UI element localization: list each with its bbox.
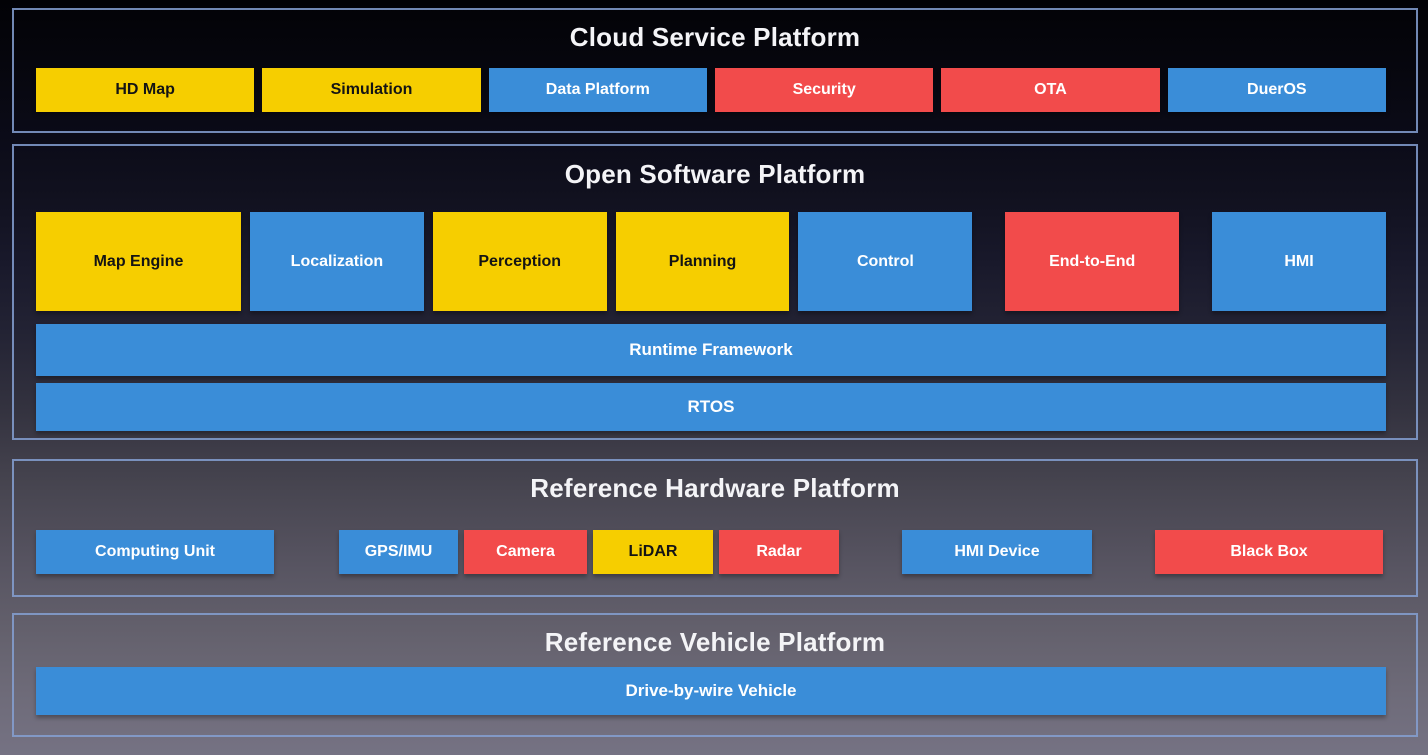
section-reference-vehicle-platform: Reference Vehicle Platform Drive-by-wire… bbox=[12, 613, 1418, 737]
module-gps-imu: GPS/IMU bbox=[339, 530, 458, 574]
module-perception: Perception bbox=[432, 212, 607, 311]
module-security: Security bbox=[714, 68, 934, 112]
module-ota: OTA bbox=[941, 68, 1160, 112]
section-reference-hardware-platform: Reference Hardware Platform Computing Un… bbox=[12, 459, 1418, 597]
module-black-box: Black Box bbox=[1155, 530, 1383, 574]
bar-rtos: RTOS bbox=[36, 383, 1386, 431]
module-camera: Camera bbox=[464, 530, 587, 574]
section-open-software-platform: Open Software Platform Map Engine Locali… bbox=[12, 144, 1418, 440]
module-planning: Planning bbox=[615, 212, 790, 311]
module-data-platform: Data Platform bbox=[488, 68, 707, 112]
module-map-engine: Map Engine bbox=[36, 212, 241, 311]
hardware-row: Computing Unit GPS/IMU Camera LiDAR Rada… bbox=[36, 530, 1386, 574]
bar-drive-by-wire-vehicle: Drive-by-wire Vehicle bbox=[36, 667, 1386, 715]
section-cloud-service-platform: Cloud Service Platform HD Map Simulation… bbox=[12, 8, 1418, 133]
module-radar: Radar bbox=[719, 530, 839, 574]
cloud-services-row: HD Map Simulation Data Platform Security… bbox=[36, 68, 1386, 112]
software-modules-row: Map Engine Localization Perception Plann… bbox=[36, 212, 1386, 311]
module-simulation: Simulation bbox=[262, 68, 481, 112]
section-title: Reference Hardware Platform bbox=[530, 473, 900, 503]
module-hd-map: HD Map bbox=[36, 68, 255, 112]
module-end-to-end: End-to-End bbox=[1005, 212, 1180, 311]
module-control: Control bbox=[798, 212, 973, 311]
module-lidar: LiDAR bbox=[593, 530, 713, 574]
section-title: Cloud Service Platform bbox=[569, 22, 861, 52]
module-computing-unit: Computing Unit bbox=[36, 530, 274, 574]
module-hmi-device: HMI Device bbox=[902, 530, 1092, 574]
module-localization: Localization bbox=[249, 212, 424, 311]
section-title: Reference Vehicle Platform bbox=[544, 627, 886, 657]
section-title: Open Software Platform bbox=[564, 159, 866, 189]
module-hmi: HMI bbox=[1212, 212, 1386, 311]
module-dueros: DuerOS bbox=[1167, 68, 1386, 112]
bar-runtime-framework: Runtime Framework bbox=[36, 324, 1386, 376]
